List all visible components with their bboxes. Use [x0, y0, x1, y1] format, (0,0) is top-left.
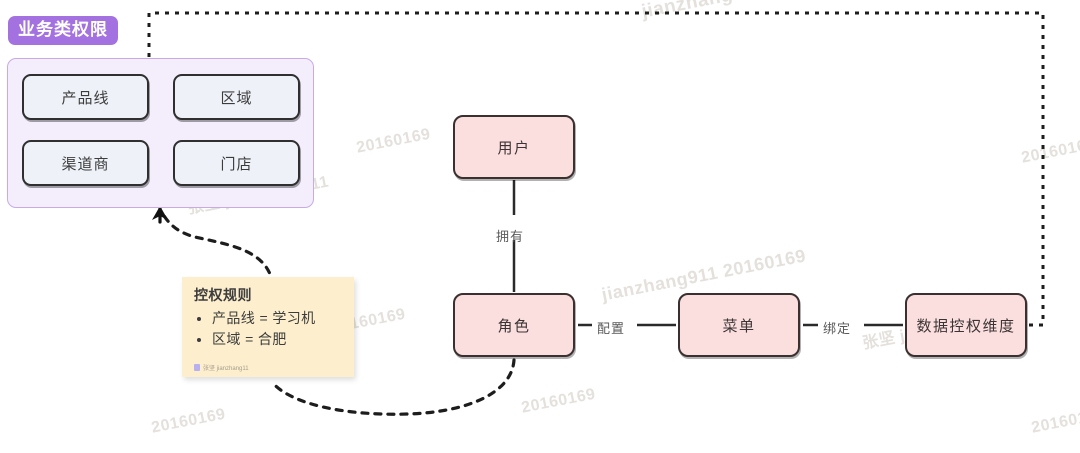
watermark: 20160169: [1030, 405, 1080, 437]
rule-note-list: 产品线 = 学习机 区域 = 合肥: [194, 308, 344, 350]
watermark: 20160169: [355, 125, 433, 157]
flow-node-user[interactable]: 用户: [453, 115, 575, 179]
flow-node-data-dimension[interactable]: 数据控权维度: [905, 293, 1027, 357]
watermark: 20160169: [520, 385, 598, 417]
avatar-icon: [194, 364, 200, 371]
flow-node-role[interactable]: 角色: [453, 293, 575, 357]
watermark: jianzhang911 20160169: [640, 0, 859, 24]
rule-note[interactable]: 控权规则 产品线 = 学习机 区域 = 合肥 张坚 jianzhang11: [182, 277, 354, 377]
rule-note-title: 控权规则: [194, 287, 252, 303]
arrowhead-up-icon: [152, 206, 168, 220]
watermark: 20160169: [150, 405, 228, 437]
note-watermark: 张坚 jianzhang11: [194, 363, 249, 372]
edge-label-bind: 绑定: [823, 321, 852, 336]
flow-node-menu[interactable]: 菜单: [678, 293, 800, 357]
dashed-arrow-note-to-panel: [161, 212, 275, 287]
note-watermark-text: 张坚 jianzhang11: [203, 366, 249, 372]
dimension-box-channel[interactable]: 渠道商: [22, 140, 149, 186]
watermark: 20160169: [1020, 135, 1080, 167]
dimension-box-store[interactable]: 门店: [173, 140, 300, 186]
rule-item: 产品线 = 学习机: [212, 308, 344, 329]
business-permission-badge: 业务类权限: [8, 16, 118, 45]
edge-label-own: 拥有: [496, 229, 525, 244]
rule-item: 区域 = 合肥: [212, 329, 344, 350]
edge-label-config: 配置: [597, 321, 626, 336]
dimension-box-region[interactable]: 区域: [173, 74, 300, 120]
dimension-box-product-line[interactable]: 产品线: [22, 74, 149, 120]
